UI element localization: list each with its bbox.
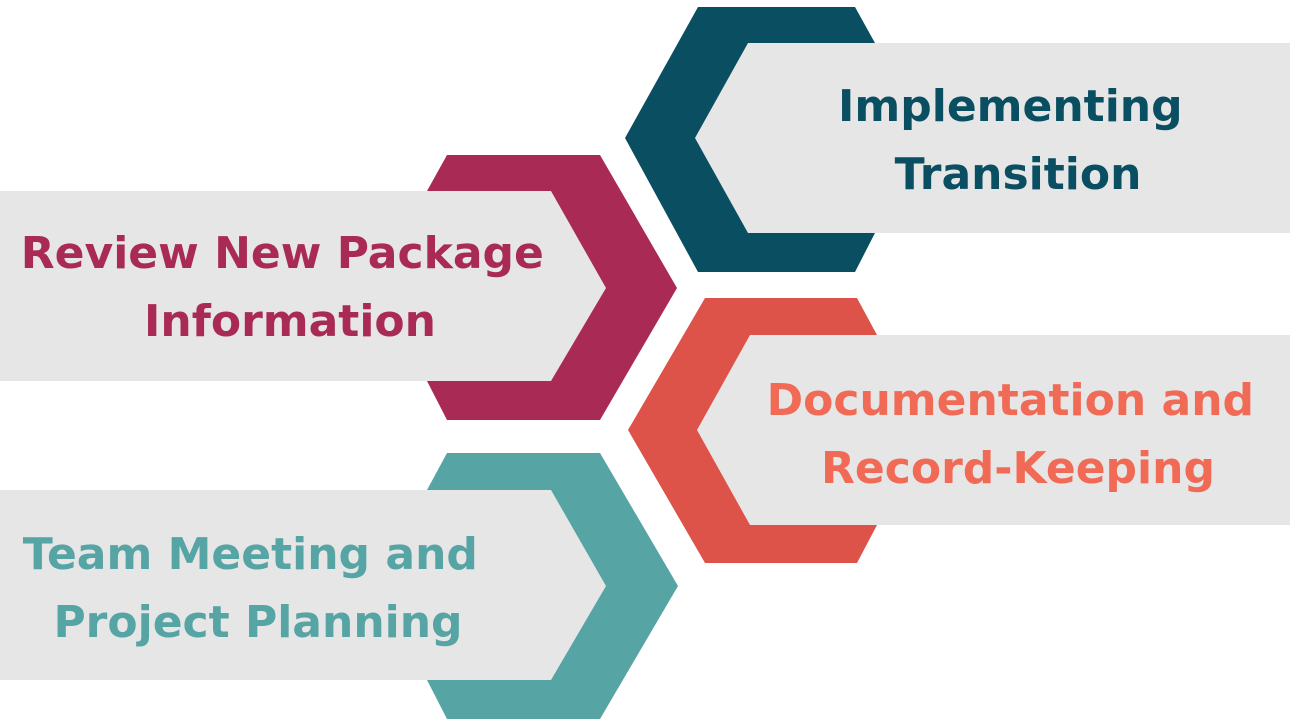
step-documentation-and-record-keeping: Documentation and Record-Keeping <box>628 298 1290 563</box>
implementing-transition-label: Implementing Transition <box>838 81 1198 200</box>
step-implementing-transition: Implementing Transition <box>625 7 1290 272</box>
review-new-package-information-chevron <box>427 155 677 420</box>
team-meeting-and-project-planning-line-2: Project Planning <box>53 597 462 648</box>
documentation-and-record-keeping-panel <box>690 335 1290 525</box>
documentation-and-record-keeping-line-1: Documentation and <box>767 375 1254 426</box>
review-new-package-information-label: Review New Package Information <box>21 228 559 347</box>
implementing-transition-line-1: Implementing <box>838 81 1183 132</box>
review-new-package-information-line-1: Review New Package <box>21 228 544 279</box>
implementing-transition-line-2: Transition <box>895 149 1142 200</box>
documentation-and-record-keeping-label: Documentation and Record-Keeping <box>767 375 1270 494</box>
documentation-and-record-keeping-chevron <box>628 298 877 563</box>
implementing-transition-panel <box>690 43 1290 233</box>
team-meeting-and-project-planning-label: Team Meeting and Project Planning <box>23 529 493 648</box>
step-team-meeting-and-project-planning: Team Meeting and Project Planning <box>0 453 678 719</box>
implementing-transition-chevron <box>625 7 875 272</box>
review-new-package-information-line-2: Information <box>144 296 436 347</box>
team-meeting-and-project-planning-panel <box>0 490 610 680</box>
documentation-and-record-keeping-line-2: Record-Keeping <box>821 443 1215 494</box>
team-meeting-and-project-planning-line-1: Team Meeting and <box>23 529 478 580</box>
review-new-package-information-panel <box>0 191 610 381</box>
step-review-new-package-information: Review New Package Information <box>0 155 677 420</box>
team-meeting-and-project-planning-chevron <box>427 453 678 719</box>
